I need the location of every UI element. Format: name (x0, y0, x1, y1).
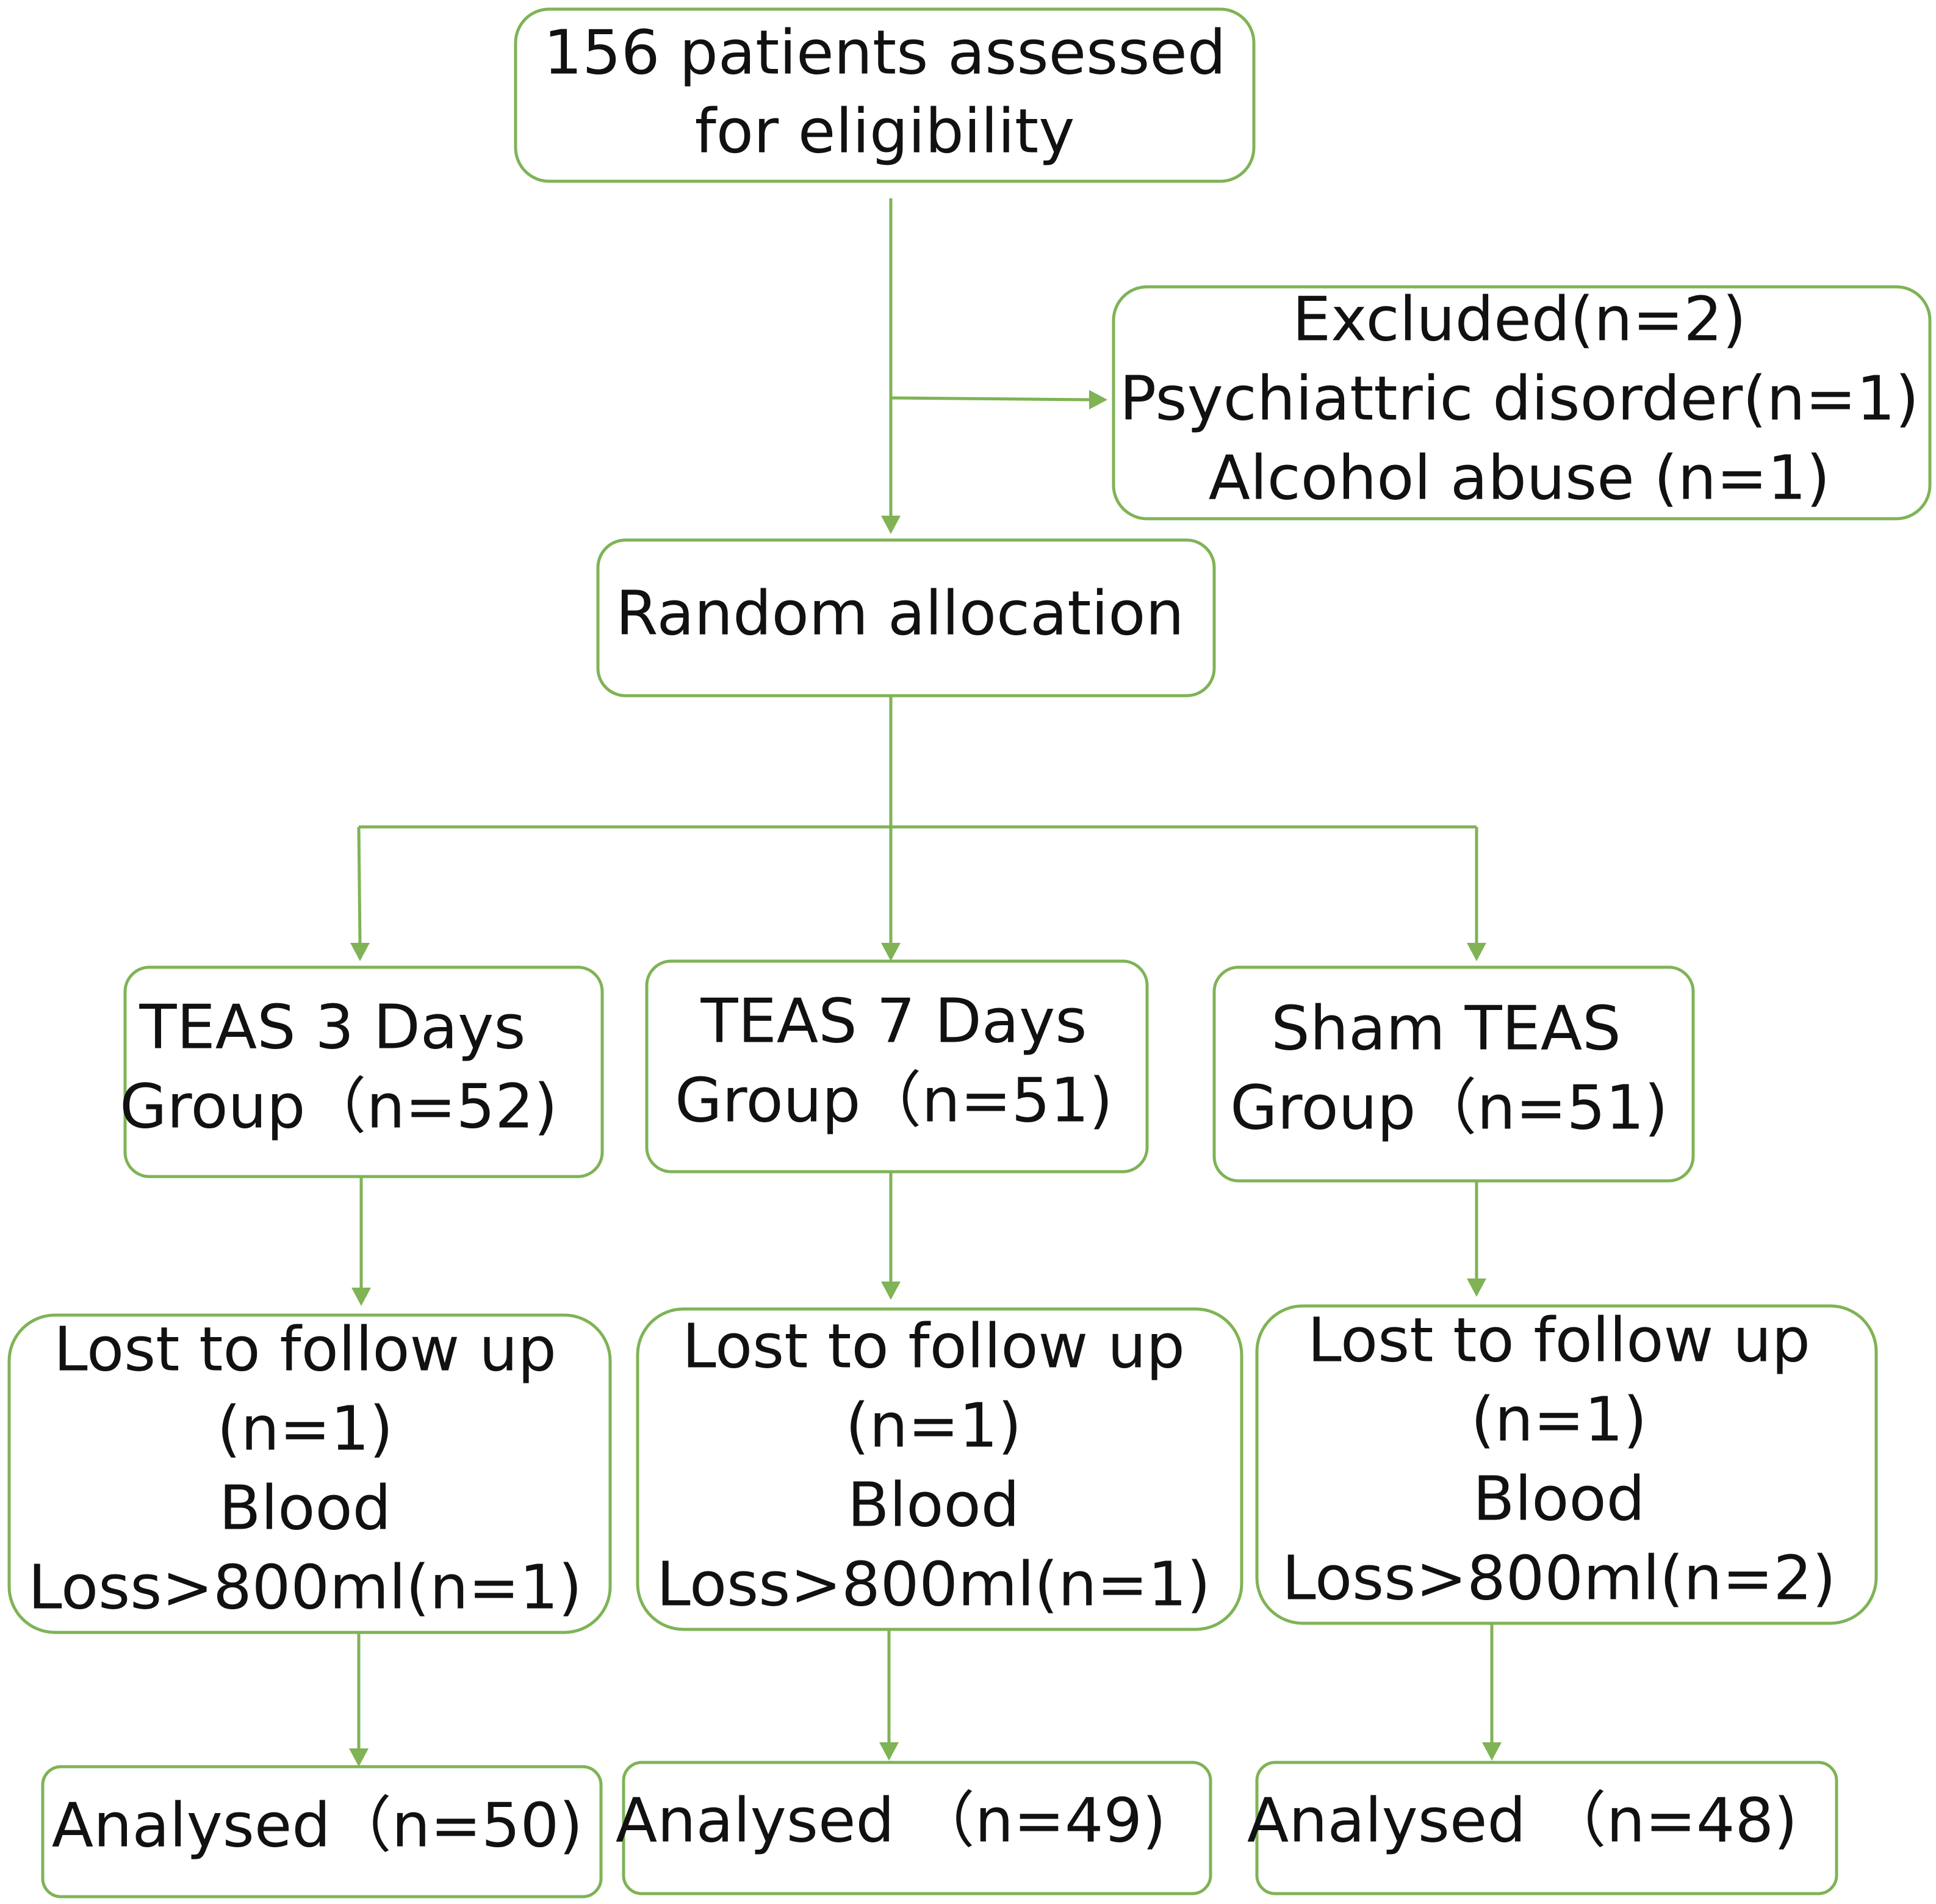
lost-teas7-title: Lost to follow up (682, 1310, 1185, 1382)
box-group-teas7 (645, 959, 1149, 1174)
lost-teas7-count: (n=1) (846, 1390, 1022, 1461)
excluded-reason-psychiatric: Psychiattric disorder(n=1) (1120, 362, 1919, 434)
lost-teas3-reason: Blood (219, 1472, 391, 1543)
arrowhead-group-teas3 (350, 943, 370, 961)
assessed-label: 156 patients assessed (544, 16, 1226, 88)
arrowhead-lost-sham (1467, 1278, 1486, 1297)
connector-to-excluded (890, 396, 1090, 402)
box-analysed-teas7 (622, 1761, 1212, 1895)
arrowhead-excluded (1089, 390, 1107, 409)
group-sham-count: Group（n=51) (1230, 1072, 1668, 1143)
lost-teas3-reason-count: Loss>800ml(n=1) (28, 1551, 582, 1623)
random-allocation-label: Random allocation (616, 577, 1184, 649)
arrowhead-group-sham (1467, 943, 1486, 961)
box-analysed-teas3 (41, 1765, 603, 1899)
lost-teas7-reason: Blood (847, 1469, 1020, 1540)
box-assessed (514, 7, 1256, 183)
excluded-reason-alcohol: Alcohol abuse (n=1) (1209, 442, 1830, 513)
group-teas7-count: Group（n=51) (675, 1064, 1113, 1136)
arrowhead-lost-teas3 (351, 1288, 371, 1306)
box-analysed-sham (1255, 1761, 1838, 1895)
connector-branch-teas3 (357, 826, 362, 943)
arrowhead-analysed-sham (1482, 1742, 1502, 1761)
connectors (349, 198, 1502, 1767)
assessed-label: for eligibility (695, 95, 1075, 167)
arrowhead-group-teas7 (881, 943, 901, 961)
lost-sham-title: Lost to follow up (1308, 1304, 1810, 1376)
group-teas3-count: Group（n=52) (120, 1070, 558, 1142)
box-lost-sham (1255, 1304, 1878, 1625)
lost-teas3-title: Lost to follow up (54, 1313, 556, 1385)
group-sham-label: Sham TEAS (1271, 992, 1621, 1064)
lost-sham-reason-count: Loss>800ml(n=2) (1282, 1542, 1836, 1614)
group-teas7-label: TEAS 7 Days (700, 985, 1087, 1056)
excluded-title: Excluded(n=2) (1292, 283, 1746, 355)
box-group-sham (1212, 965, 1695, 1183)
lost-sham-reason: Blood (1473, 1463, 1645, 1534)
lost-teas3-count: (n=1) (217, 1393, 394, 1464)
group-teas3-label: TEAS 3 Days (139, 991, 526, 1062)
analysed-teas7-label: Analysed （n=49) (616, 1784, 1166, 1856)
lost-teas7-reason-count: Loss>800ml(n=1) (657, 1548, 1211, 1620)
box-random-allocation (596, 538, 1216, 698)
boxes (7, 7, 1932, 1899)
arrowhead-analysed-teas7 (879, 1742, 899, 1761)
box-lost-teas3 (7, 1313, 612, 1634)
box-excluded (1112, 285, 1932, 521)
arrowhead-random (881, 516, 901, 534)
labels: 156 patients assessed for eligibility Ex… (28, 16, 1919, 1861)
arrowhead-lost-teas7 (881, 1282, 901, 1300)
box-lost-teas7 (636, 1307, 1243, 1631)
analysed-teas3-label: Analysed（n=50) (52, 1789, 583, 1861)
arrowhead-analysed-teas3 (349, 1748, 369, 1767)
analysed-sham-label: Analysed （n=48) (1247, 1784, 1797, 1856)
box-group-teas3 (123, 965, 604, 1178)
lost-sham-count: (n=1) (1471, 1383, 1647, 1455)
